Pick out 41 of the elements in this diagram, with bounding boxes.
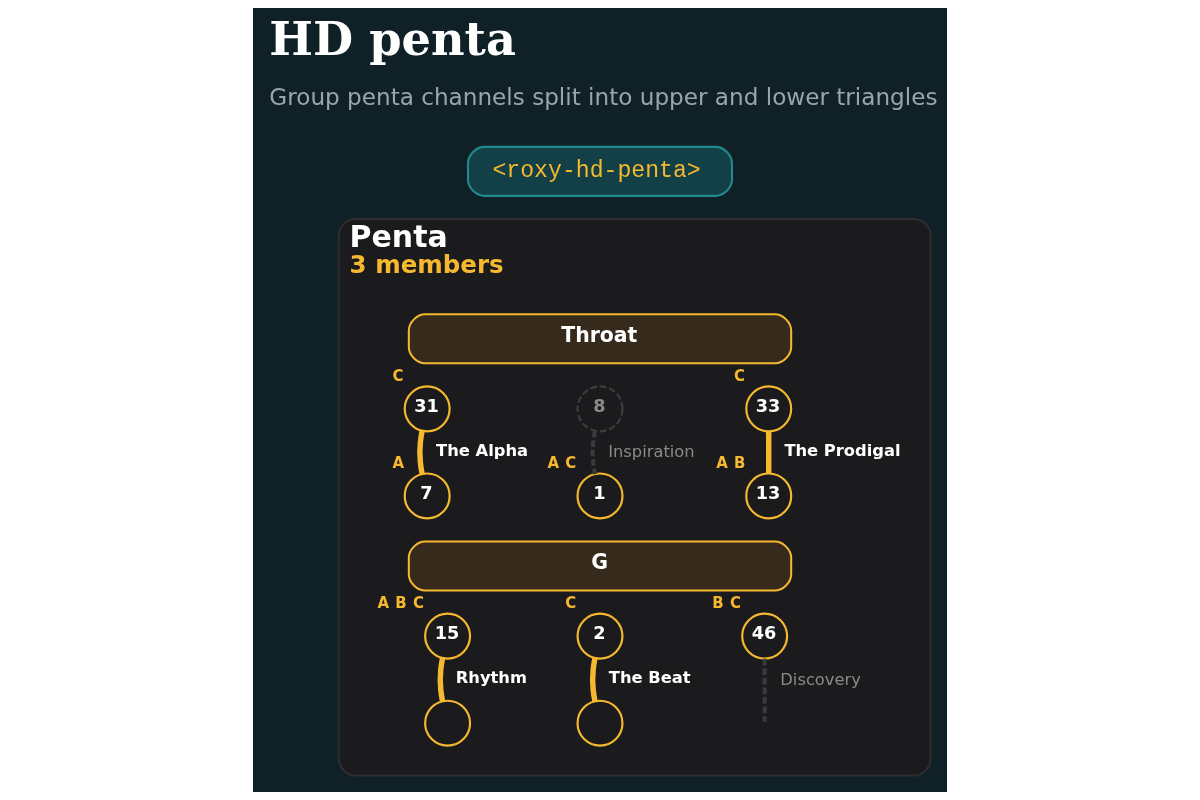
node-box: G [407, 540, 793, 592]
node-label: A [377, 593, 390, 612]
connector [766, 431, 772, 473]
node-box: <roxy-hd-penta> [467, 145, 733, 197]
node-label: C [392, 366, 404, 385]
edge-label: The Alpha [436, 440, 529, 460]
connector [589, 657, 598, 702]
node-circle: 13 [745, 472, 793, 520]
node-circle: 31 [403, 385, 451, 433]
connector [416, 430, 425, 475]
node-box: Throat [407, 313, 793, 365]
node-circle: 15 [424, 612, 472, 660]
edge-label: Discovery [780, 669, 861, 689]
node-label: C [734, 366, 746, 385]
node-circle: 2 [576, 612, 624, 660]
edge-label: Rhythm [455, 668, 527, 688]
node-label: A [547, 453, 560, 472]
diagram-title: HD penta [269, 11, 516, 66]
node-circle: 8 [576, 385, 624, 433]
node-label: C [565, 593, 577, 612]
connector [437, 657, 446, 702]
node-circle [424, 699, 472, 747]
connector [590, 430, 597, 475]
edge-label: The Prodigal [784, 440, 901, 460]
node-circle [576, 699, 624, 747]
node-circle: 1 [576, 472, 624, 520]
connector [762, 658, 767, 722]
node-label: B [712, 593, 724, 612]
edge-label: The Beat [608, 668, 691, 688]
label: Group penta channels split into upper and lower triangles [269, 83, 938, 110]
node-label: C [412, 593, 424, 612]
node-label: B [395, 593, 407, 612]
edge-label: Inspiration [608, 442, 695, 462]
node-label: A [392, 453, 405, 472]
node-circle: 33 [745, 385, 793, 433]
node-circle: 46 [741, 612, 789, 660]
node-label: C [729, 593, 741, 612]
node-label: B [734, 453, 746, 472]
node-label: A [716, 453, 728, 472]
node-circle: 7 [403, 472, 451, 520]
node-label: C [565, 453, 577, 472]
